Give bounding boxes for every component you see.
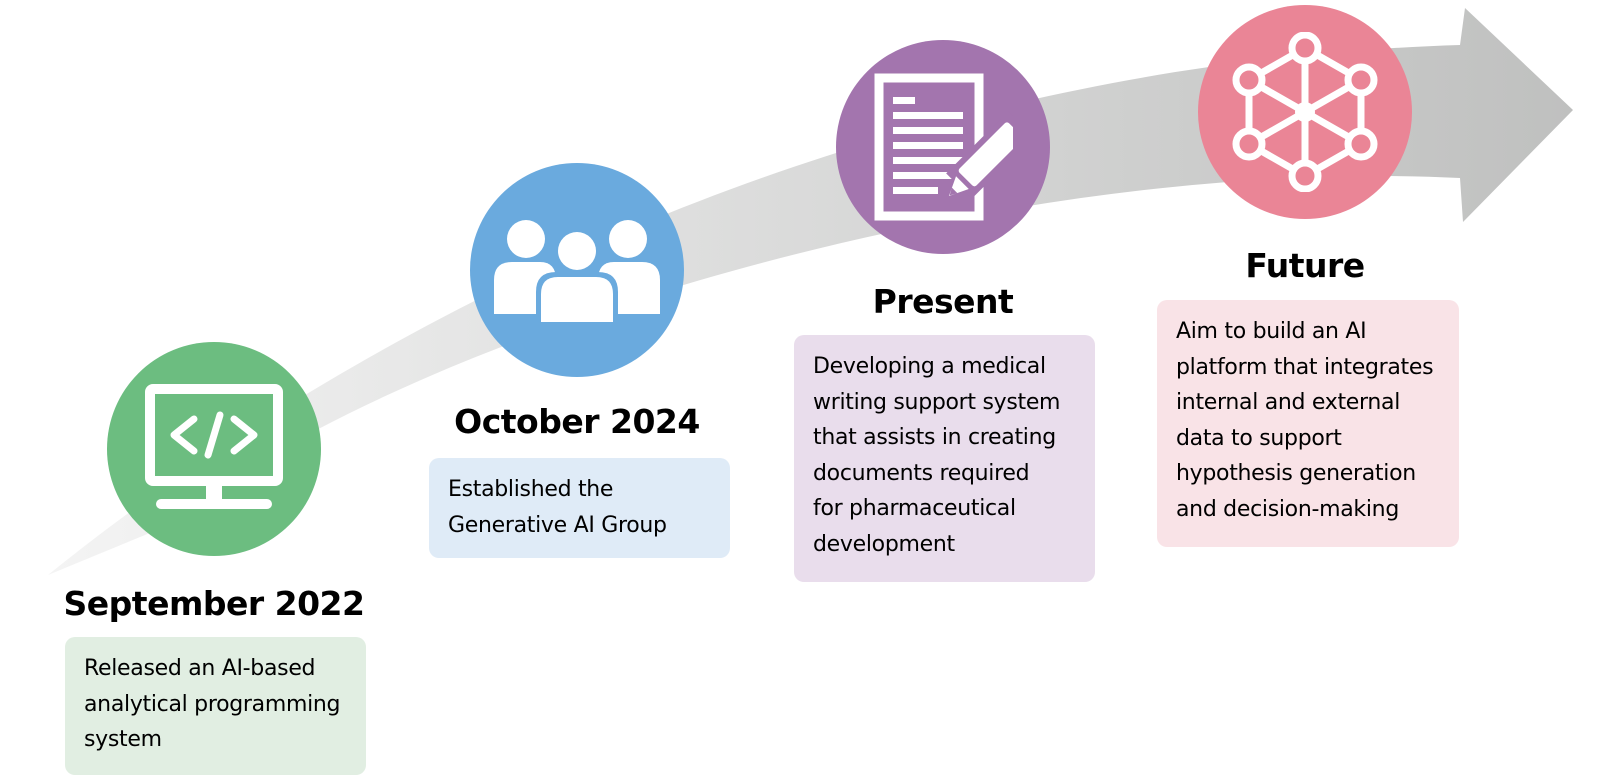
description-line: Aim to build an AI [1176,319,1367,344]
milestone-1-description: Released an AI-based analytical programm… [65,637,366,775]
description-line: that assists in creating [813,425,1056,450]
milestone-1-heading: September 2022 [63,584,365,623]
milestone-4-circle [1198,5,1412,219]
description-line: hypothesis generation [1176,461,1416,486]
description-line: Released an AI-based [84,656,316,681]
network-hexagon-icon [1229,32,1381,192]
description-line: analytical programming [84,691,341,717]
monitor-code-icon [144,383,284,515]
people-group-icon [494,218,660,322]
description-line: Established the [448,477,614,502]
milestone-1-circle [107,342,321,556]
description-line: writing support system [813,389,1061,415]
milestone-4-description: Aim to build an AI platform that integra… [1157,300,1459,547]
description-line: platform that integrates [1176,354,1434,380]
milestone-4-heading: Future [1245,246,1365,285]
description-line: Developing a medical [813,354,1046,379]
description-line: documents required [813,460,1030,486]
milestone-3-circle [836,40,1050,254]
milestone-2-circle [470,163,684,377]
description-line: Generative AI Group [448,512,667,538]
description-line: development [813,531,955,557]
document-pen-icon [873,72,1013,222]
description-line: for pharmaceutical [813,496,1016,521]
description-line: and decision-making [1176,496,1399,522]
milestone-2-heading: October 2024 [454,402,700,441]
milestone-3-heading: Present [872,282,1014,321]
arrow-body [48,8,1573,575]
milestone-3-description: Developing a medical writing support sys… [794,335,1095,582]
description-line: internal and external [1176,390,1401,415]
milestone-2-description: Established the Generative AI Group [429,458,730,558]
description-line: system [84,727,162,752]
description-line: data to support [1176,425,1342,451]
